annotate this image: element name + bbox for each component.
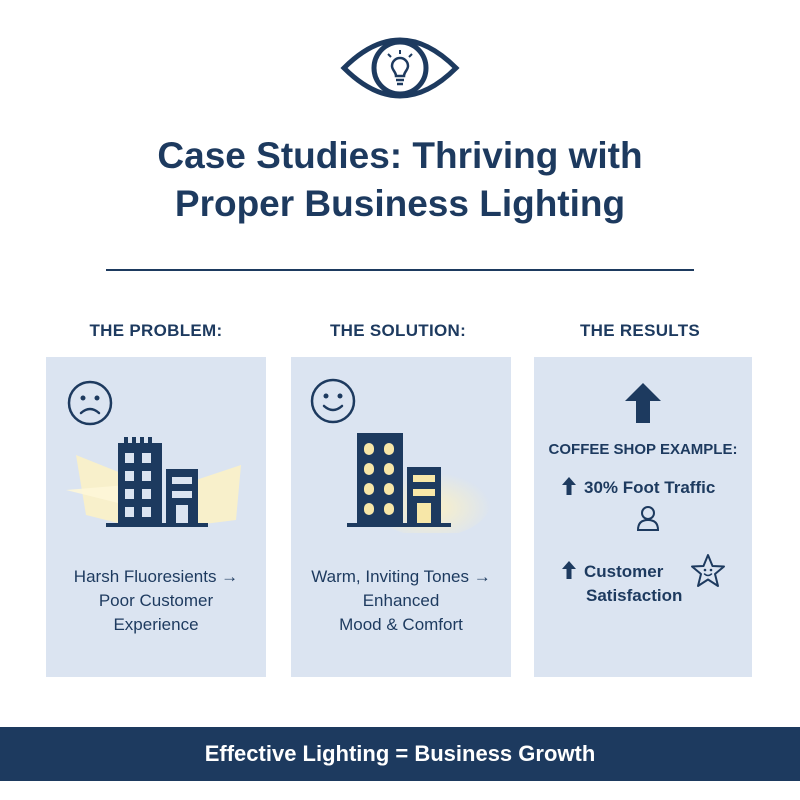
up-arrow-small-icon	[562, 477, 576, 495]
page-title: Case Studies: Thriving with Proper Busin…	[0, 132, 800, 228]
satisfaction-label-line: Satisfaction	[586, 586, 683, 605]
problem-text-line: Poor Customer	[98, 591, 214, 610]
up-arrow-small-icon	[562, 561, 576, 579]
coffee-shop-heading: COFFEE SHOP EXAMPLE:	[548, 441, 738, 458]
satisfaction-metric: Customer	[562, 561, 663, 582]
solution-text-line: Warm, Inviting Tones →	[311, 567, 491, 586]
problem-text: Harsh Fluoresients → Poor Customer Exper…	[46, 565, 266, 637]
results-heading: THE RESULTS	[579, 321, 701, 340]
problem-heading: THE PROBLEM:	[89, 321, 223, 340]
warm-light-building-icon	[311, 429, 491, 533]
problem-panel: Harsh Fluoresients → Poor Customer Exper…	[46, 357, 266, 677]
title-line-1: Case Studies: Thriving with	[157, 135, 643, 176]
problem-text-line: Experience	[113, 615, 199, 634]
satisfaction-label-line: Customer	[584, 562, 664, 581]
star-face-icon	[690, 553, 726, 589]
solution-text-line: Enhanced	[362, 591, 440, 610]
problem-text-line: Harsh Fluoresients →	[73, 567, 239, 586]
title-divider	[106, 269, 694, 271]
foot-traffic-metric: 30% Foot Traffic	[562, 477, 715, 498]
solution-heading: THE SOLUTION:	[329, 321, 467, 340]
solution-panel: Warm, Inviting Tones → Enhanced Mood & C…	[291, 357, 511, 677]
smiley-face-icon	[309, 377, 357, 425]
sad-face-icon	[66, 379, 114, 427]
foot-traffic-label: 30% Foot Traffic	[584, 478, 716, 497]
eye-lightbulb-icon	[340, 26, 460, 110]
harsh-light-building-icon	[66, 435, 246, 535]
solution-text-line: Mood & Comfort	[339, 615, 463, 634]
person-icon	[636, 505, 660, 531]
solution-text: Warm, Inviting Tones → Enhanced Mood & C…	[291, 565, 511, 637]
title-line-2: Proper Business Lighting	[174, 183, 626, 224]
bottom-banner: Effective Lighting = Business Growth	[0, 727, 800, 781]
up-arrow-icon	[625, 383, 661, 423]
results-panel: COFFEE SHOP EXAMPLE: 30% Foot Traffic Cu…	[534, 357, 752, 677]
